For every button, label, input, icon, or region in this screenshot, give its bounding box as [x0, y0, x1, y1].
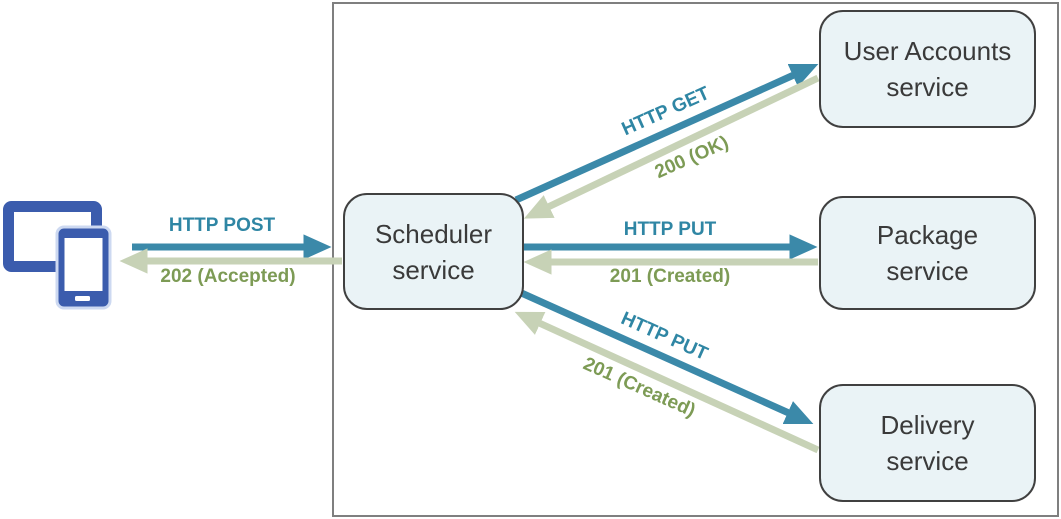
phone-home-button: [75, 296, 90, 301]
node-package-service: Package service: [819, 196, 1036, 310]
request-arrow-http-put-delivery: [515, 287, 814, 425]
node-label-line: service: [886, 72, 969, 102]
node-label-line: Package: [876, 220, 979, 250]
edge-label-202-accepted: 202 (Accepted): [160, 266, 296, 287]
node-scheduler-service: Scheduler service: [343, 193, 524, 310]
edge-label-201-created-package: 201 (Created): [609, 266, 731, 287]
client-device-icon: [3, 201, 112, 310]
node-delivery-service: Delivery service: [819, 384, 1036, 502]
node-label-line: Delivery: [880, 410, 975, 440]
node-label-line: service: [392, 254, 475, 285]
node-label-line: service: [886, 256, 969, 286]
phone-screen: [64, 238, 103, 291]
node-label-line: User Accounts: [843, 36, 1012, 66]
node-label-line: Scheduler: [374, 218, 493, 249]
edge-label-http-put-package: HTTP PUT: [623, 219, 717, 240]
response-arrow-201-created-delivery: [514, 311, 820, 454]
request-arrow-http-get: [514, 63, 819, 204]
node-label-line: service: [886, 446, 969, 476]
edge-label-http-post: HTTP POST: [168, 215, 276, 236]
node-user-accounts-service: User Accounts service: [819, 10, 1036, 128]
response-arrow-200-ok: [523, 74, 820, 219]
